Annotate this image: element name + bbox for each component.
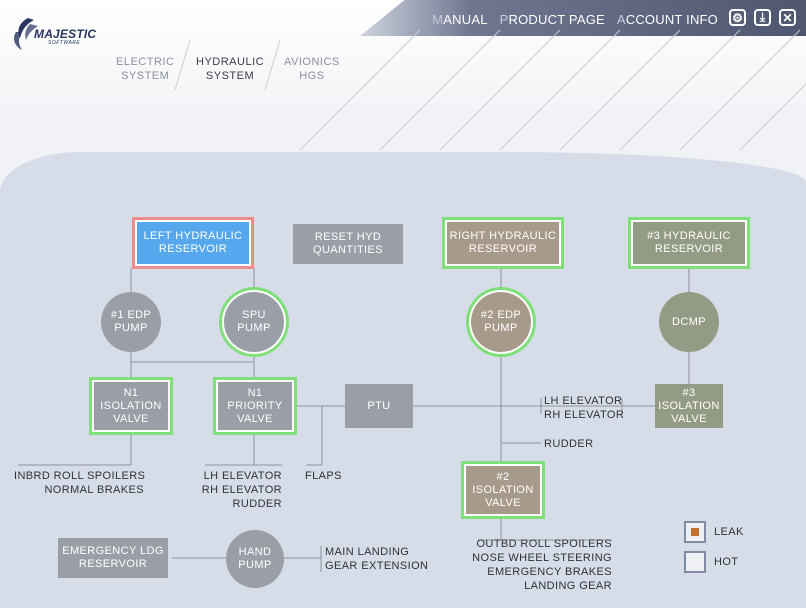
left-reservoir-line1: LEFT HYDRAULIC xyxy=(143,230,243,242)
iso2-line2: ISOLATION xyxy=(472,483,534,496)
n1-pri-line3: VALVE xyxy=(237,412,273,425)
tab-electric-system[interactable]: ELECTRIC SYSTEM xyxy=(116,55,174,83)
n1-pri-line2: PRIORITY xyxy=(227,399,283,412)
iso3-line3: VALVE xyxy=(671,412,707,425)
n1-pri-line1: N1 xyxy=(247,386,263,399)
r3-reservoir-line1: #3 HYDRAULIC xyxy=(647,230,731,242)
leak-legend-swatch xyxy=(684,521,706,543)
outbd-line4: LANDING GEAR xyxy=(524,580,612,592)
dcmp-pump[interactable]: DCMP xyxy=(659,292,719,352)
inbrd-line2: NORMAL BRAKES xyxy=(44,484,144,496)
tab-avionics-line2: HGS xyxy=(299,70,325,82)
reset-line2: QUANTITIES xyxy=(312,244,383,256)
lh-rh-elevator-rudder-label: LH ELEVATOR RH ELEVATOR RUDDER xyxy=(190,469,282,511)
lhrh-line1: LH ELEVATOR xyxy=(544,395,623,407)
n1-iso-line3: VALVE xyxy=(113,412,149,425)
brand-sub: SOFTWARE xyxy=(48,40,81,46)
right-reservoir-line2: RESERVOIR xyxy=(468,243,538,255)
download-icon[interactable]: ⤓ xyxy=(754,9,771,26)
right-reservoir-line1: RIGHT HYDRAULIC xyxy=(449,230,557,242)
product-page-link-initial: P xyxy=(499,12,509,27)
manual-link-text: ANUAL xyxy=(443,12,488,27)
inbrd-roll-spoilers-label: INBRD ROLL SPOILERS NORMAL BRAKES xyxy=(14,469,146,497)
outbd-line3: EMERGENCY BRAKES xyxy=(487,566,612,578)
rudder-label: RUDDER xyxy=(544,438,594,450)
n1-iso-line1: N1 xyxy=(123,386,139,399)
majestic-logo-icon xyxy=(14,18,38,50)
spu-line1: SPU xyxy=(242,309,266,321)
leak-legend-label: LEAK xyxy=(714,526,744,538)
lhrh-line2: RH ELEVATOR xyxy=(544,409,625,421)
emerg-line1: EMERGENCY LDG xyxy=(62,545,164,557)
iso3-line2: ISOLATION xyxy=(658,399,720,412)
edp2-line1: #2 EDP xyxy=(480,309,522,321)
tab-hydraulic-line1: HYDRAULIC xyxy=(196,56,265,68)
top-stripe xyxy=(360,0,806,36)
main-gear-line1: MAIN LANDING xyxy=(325,546,410,558)
lhrhr-line1: LH ELEVATOR xyxy=(203,470,282,482)
iso3-line1: #3 xyxy=(682,386,696,399)
ptu-unit[interactable]: PTU xyxy=(345,384,413,428)
left-reservoir-line2: RESERVOIR xyxy=(158,243,228,255)
r3-reservoir-line2: RESERVOIR xyxy=(654,243,724,255)
lhrhr-line3: RUDDER xyxy=(232,498,282,510)
flaps-label: FLAPS xyxy=(305,470,342,482)
emerg-line2: RESERVOIR xyxy=(78,558,148,570)
tab-hydraulic-system[interactable]: HYDRAULIC SYSTEM xyxy=(196,55,264,83)
account-info-link[interactable]: ACCOUNT INFO xyxy=(617,12,718,27)
iso2-line1: #2 xyxy=(496,470,510,483)
hot-legend-label: HOT xyxy=(714,556,739,568)
hot-legend-swatch xyxy=(684,551,706,573)
manual-link-initial: M xyxy=(432,12,444,27)
account-info-link-initial: A xyxy=(616,12,626,27)
lh-rh-elevator-label: LH ELEVATOR RH ELEVATOR xyxy=(544,394,624,422)
tab-avionics-hgs[interactable]: AVIONICS HGS xyxy=(284,55,340,83)
manual-link[interactable]: MANUAL xyxy=(432,12,487,27)
edp1-line2: PUMP xyxy=(114,322,148,334)
brand-name: MAJESTIC xyxy=(34,27,97,41)
edp1-line1: #1 EDP xyxy=(110,309,152,321)
outbd-roll-spoilers-label: OUTBD ROLL SPOILERS NOSE WHEEL STEERING … xyxy=(462,537,612,593)
reset-line1: RESET HYD xyxy=(314,231,382,243)
account-info-link-text: CCOUNT INFO xyxy=(625,12,718,27)
n1-iso-line2: ISOLATION xyxy=(100,399,162,412)
iso2-line3: VALVE xyxy=(485,496,521,509)
lhrhr-line2: RH ELEVATOR xyxy=(201,484,282,496)
spu-line2: PUMP xyxy=(237,322,271,334)
leak-legend-fill xyxy=(691,528,699,536)
edp2-line2: PUMP xyxy=(484,322,518,334)
tab-hydraulic-line2: SYSTEM xyxy=(205,70,255,82)
hand-line1: HAND xyxy=(238,546,272,558)
product-page-link[interactable]: PRODUCT PAGE xyxy=(500,12,605,27)
inbrd-line1: INBRD ROLL SPOILERS xyxy=(14,470,146,482)
dcmp-line1: DCMP xyxy=(672,315,706,328)
tab-electric-line2: SYSTEM xyxy=(121,70,170,82)
settings-gear-icon[interactable]: ⚙ xyxy=(729,9,746,26)
product-page-link-text: RODUCT PAGE xyxy=(508,12,605,27)
decorative-slashes xyxy=(174,29,806,151)
outbd-line1: OUTBD ROLL SPOILERS xyxy=(476,538,612,550)
ptu-label: PTU xyxy=(367,399,391,412)
close-icon[interactable]: ✕ xyxy=(779,9,796,26)
outbd-line2: NOSE WHEEL STEERING xyxy=(472,552,612,564)
hand-line2: PUMP xyxy=(238,559,272,571)
tab-avionics-line1: AVIONICS xyxy=(284,56,340,68)
main-gear-line2: GEAR EXTENSION xyxy=(325,560,429,572)
main-landing-gear-label: MAIN LANDING GEAR EXTENSION xyxy=(325,545,428,573)
tab-electric-line1: ELECTRIC xyxy=(116,56,175,68)
